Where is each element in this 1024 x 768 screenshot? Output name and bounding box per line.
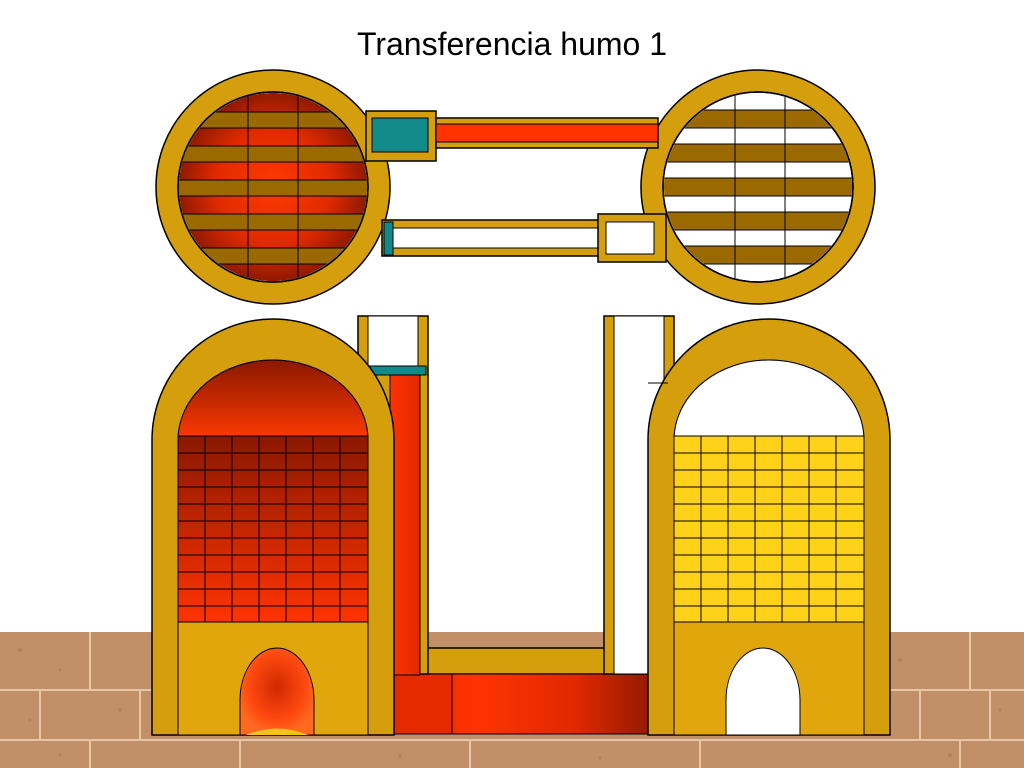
top-view-lower-duct bbox=[381, 213, 667, 263]
side-view-cool-kiln bbox=[647, 318, 891, 736]
top-view-upper-duct bbox=[365, 110, 659, 162]
top-view-hot-kiln bbox=[155, 69, 391, 305]
top-view-cool-kiln bbox=[640, 69, 876, 305]
slide-title: Transferencia humo 1 bbox=[356, 26, 668, 62]
side-view-hot-kiln bbox=[151, 318, 395, 736]
